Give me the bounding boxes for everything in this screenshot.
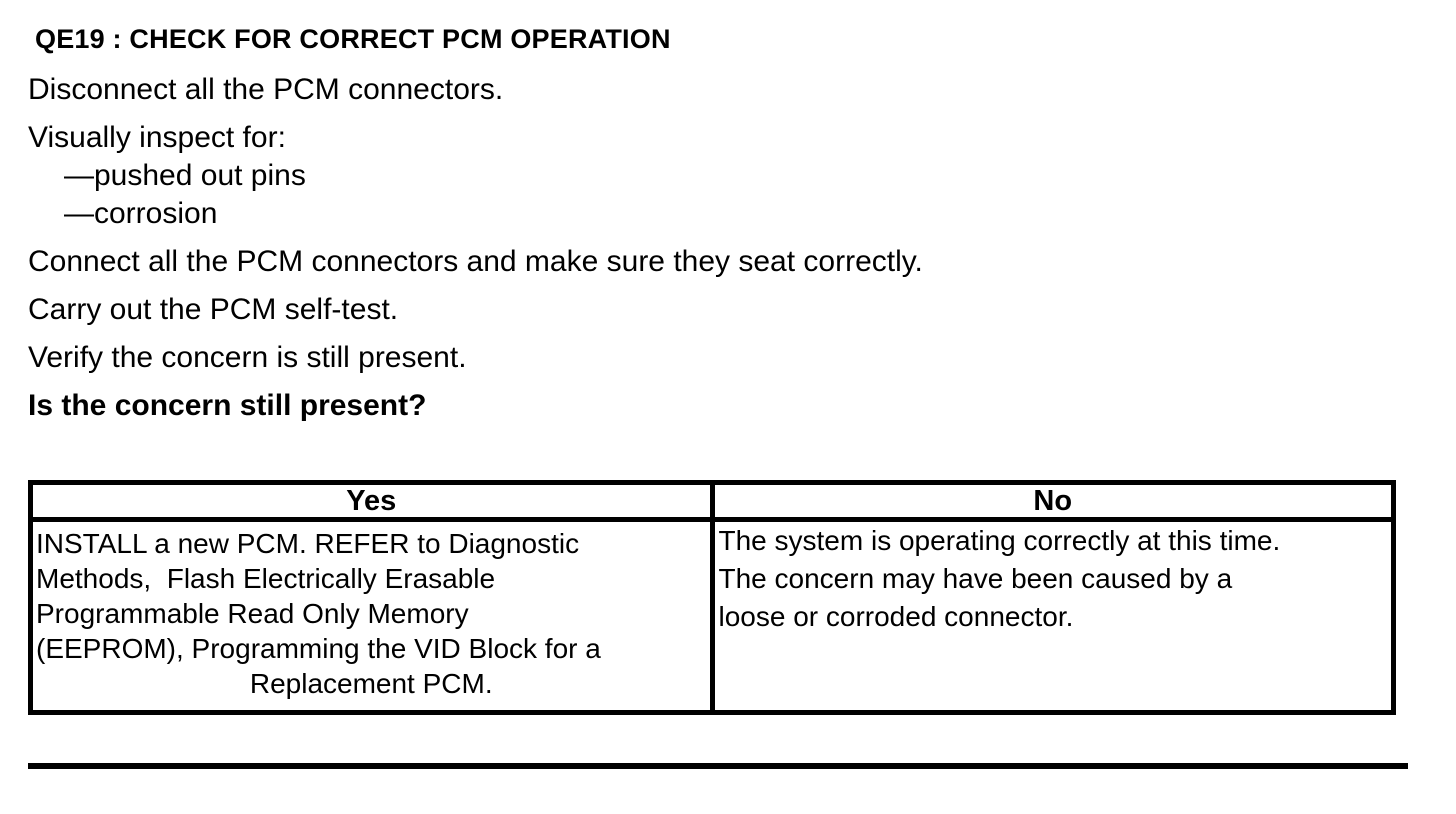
no-column-header: No — [709, 480, 1396, 522]
instruction-step-inspect: Visually inspect for: —pushed out pins —… — [28, 119, 1456, 233]
no-action-cell: The system is operating correctly at thi… — [709, 517, 1396, 715]
decision-table-action-row: INSTALL a new PCM. REFER to Diagnostic M… — [28, 517, 1396, 715]
instruction-step-self-test: Carry out the PCM self-test. — [28, 293, 399, 326]
bottom-divider — [28, 763, 1408, 769]
no-action-line: The concern may have been caused by a — [718, 563, 1233, 594]
decision-table: Yes No INSTALL a new PCM. REFER to Diagn… — [28, 480, 1396, 715]
inspect-sub-item-corrosion: —corrosion — [64, 197, 218, 230]
no-action-line: The system is operating correctly at thi… — [718, 525, 1281, 556]
decision-table-header-row: Yes No — [28, 480, 1396, 522]
yes-column-header: Yes — [28, 480, 715, 522]
yes-action-cell: INSTALL a new PCM. REFER to Diagnostic M… — [28, 517, 715, 715]
inspect-sub-item-pins: —pushed out pins — [64, 159, 306, 192]
instruction-step-disconnect: Disconnect all the PCM connectors. — [28, 73, 504, 106]
yes-action-line: INSTALL a new PCM. REFER to Diagnostic — [36, 528, 580, 559]
procedure-title: QE19 : CHECK FOR CORRECT PCM OPERATION — [35, 24, 671, 54]
yes-action-line: Methods, Flash Electrically Erasable — [36, 563, 496, 594]
no-action-line: loose or corroded connector. — [718, 601, 1074, 632]
yes-action-line: Programmable Read Only Memory — [36, 598, 469, 629]
document-page: QE19 : CHECK FOR CORRECT PCM OPERATION D… — [28, 24, 1456, 769]
yes-action-line: (EEPROM), Programming the VID Block for … — [36, 633, 601, 664]
inspect-intro: Visually inspect for: — [28, 121, 286, 154]
instruction-step-verify: Verify the concern is still present. — [28, 341, 467, 374]
instruction-step-connect: Connect all the PCM connectors and make … — [28, 245, 923, 278]
yes-action-line: Replacement PCM. — [249, 668, 493, 699]
decision-question: Is the concern still present? — [28, 389, 427, 422]
